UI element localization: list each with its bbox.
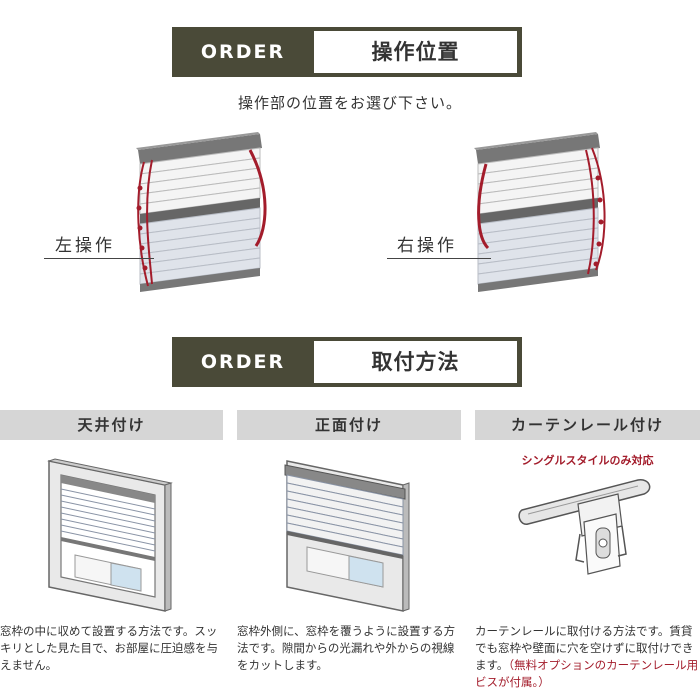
- free-option-note: （無料オプションのカーテンレール用ビスが付属。）: [475, 658, 699, 689]
- section-title-operation-position: 操作位置: [314, 31, 517, 73]
- front-mount-description: 窓枠外側に、窓枠を覆うように設置する方法です。隙間からの光漏れや外からの視線をカ…: [237, 624, 456, 672]
- method-header-curtain-rail[interactable]: カーテンレール付け: [475, 410, 700, 440]
- left-operation-label: 左操作: [55, 236, 115, 256]
- ceiling-mount-description: 窓枠の中に収めて設置する方法です。スッキリとした見た目で、お部屋に圧迫感を与えま…: [0, 624, 219, 672]
- single-style-only-note: シングルスタイルのみ対応: [521, 454, 654, 467]
- curtain-rail-mount-description: カーテンレールに取付ける方法です。賃貸でも窓枠や壁面に穴を空けずに取付けできます…: [475, 623, 700, 691]
- ceiling-mount-illustration: [47, 458, 173, 612]
- leader-line: [387, 258, 491, 259]
- curtain-rail-description-text: カーテンレールに取付ける方法です。賃貸でも窓枠や壁面に穴を空けずに取付けできます…: [475, 624, 694, 672]
- order-banner-mounting: ORDER 取付方法: [172, 337, 522, 387]
- right-operation-blind-image[interactable]: [468, 128, 628, 298]
- right-operation-label: 右操作: [397, 236, 457, 256]
- curtain-rail-mount-illustration: [518, 479, 651, 575]
- order-tag: ORDER: [200, 351, 286, 373]
- order-tag: ORDER: [200, 41, 286, 63]
- front-mount-illustration: [284, 460, 410, 612]
- section-title-mounting-method: 取付方法: [314, 341, 517, 383]
- method-header-ceiling[interactable]: 天井付け: [0, 410, 223, 440]
- operation-instruction: 操作部の位置をお選び下さい。: [237, 94, 462, 112]
- left-operation-blind-image[interactable]: [130, 128, 290, 298]
- leader-line: [44, 258, 154, 259]
- order-banner-operation: ORDER 操作位置: [172, 27, 522, 77]
- method-header-front[interactable]: 正面付け: [237, 410, 461, 440]
